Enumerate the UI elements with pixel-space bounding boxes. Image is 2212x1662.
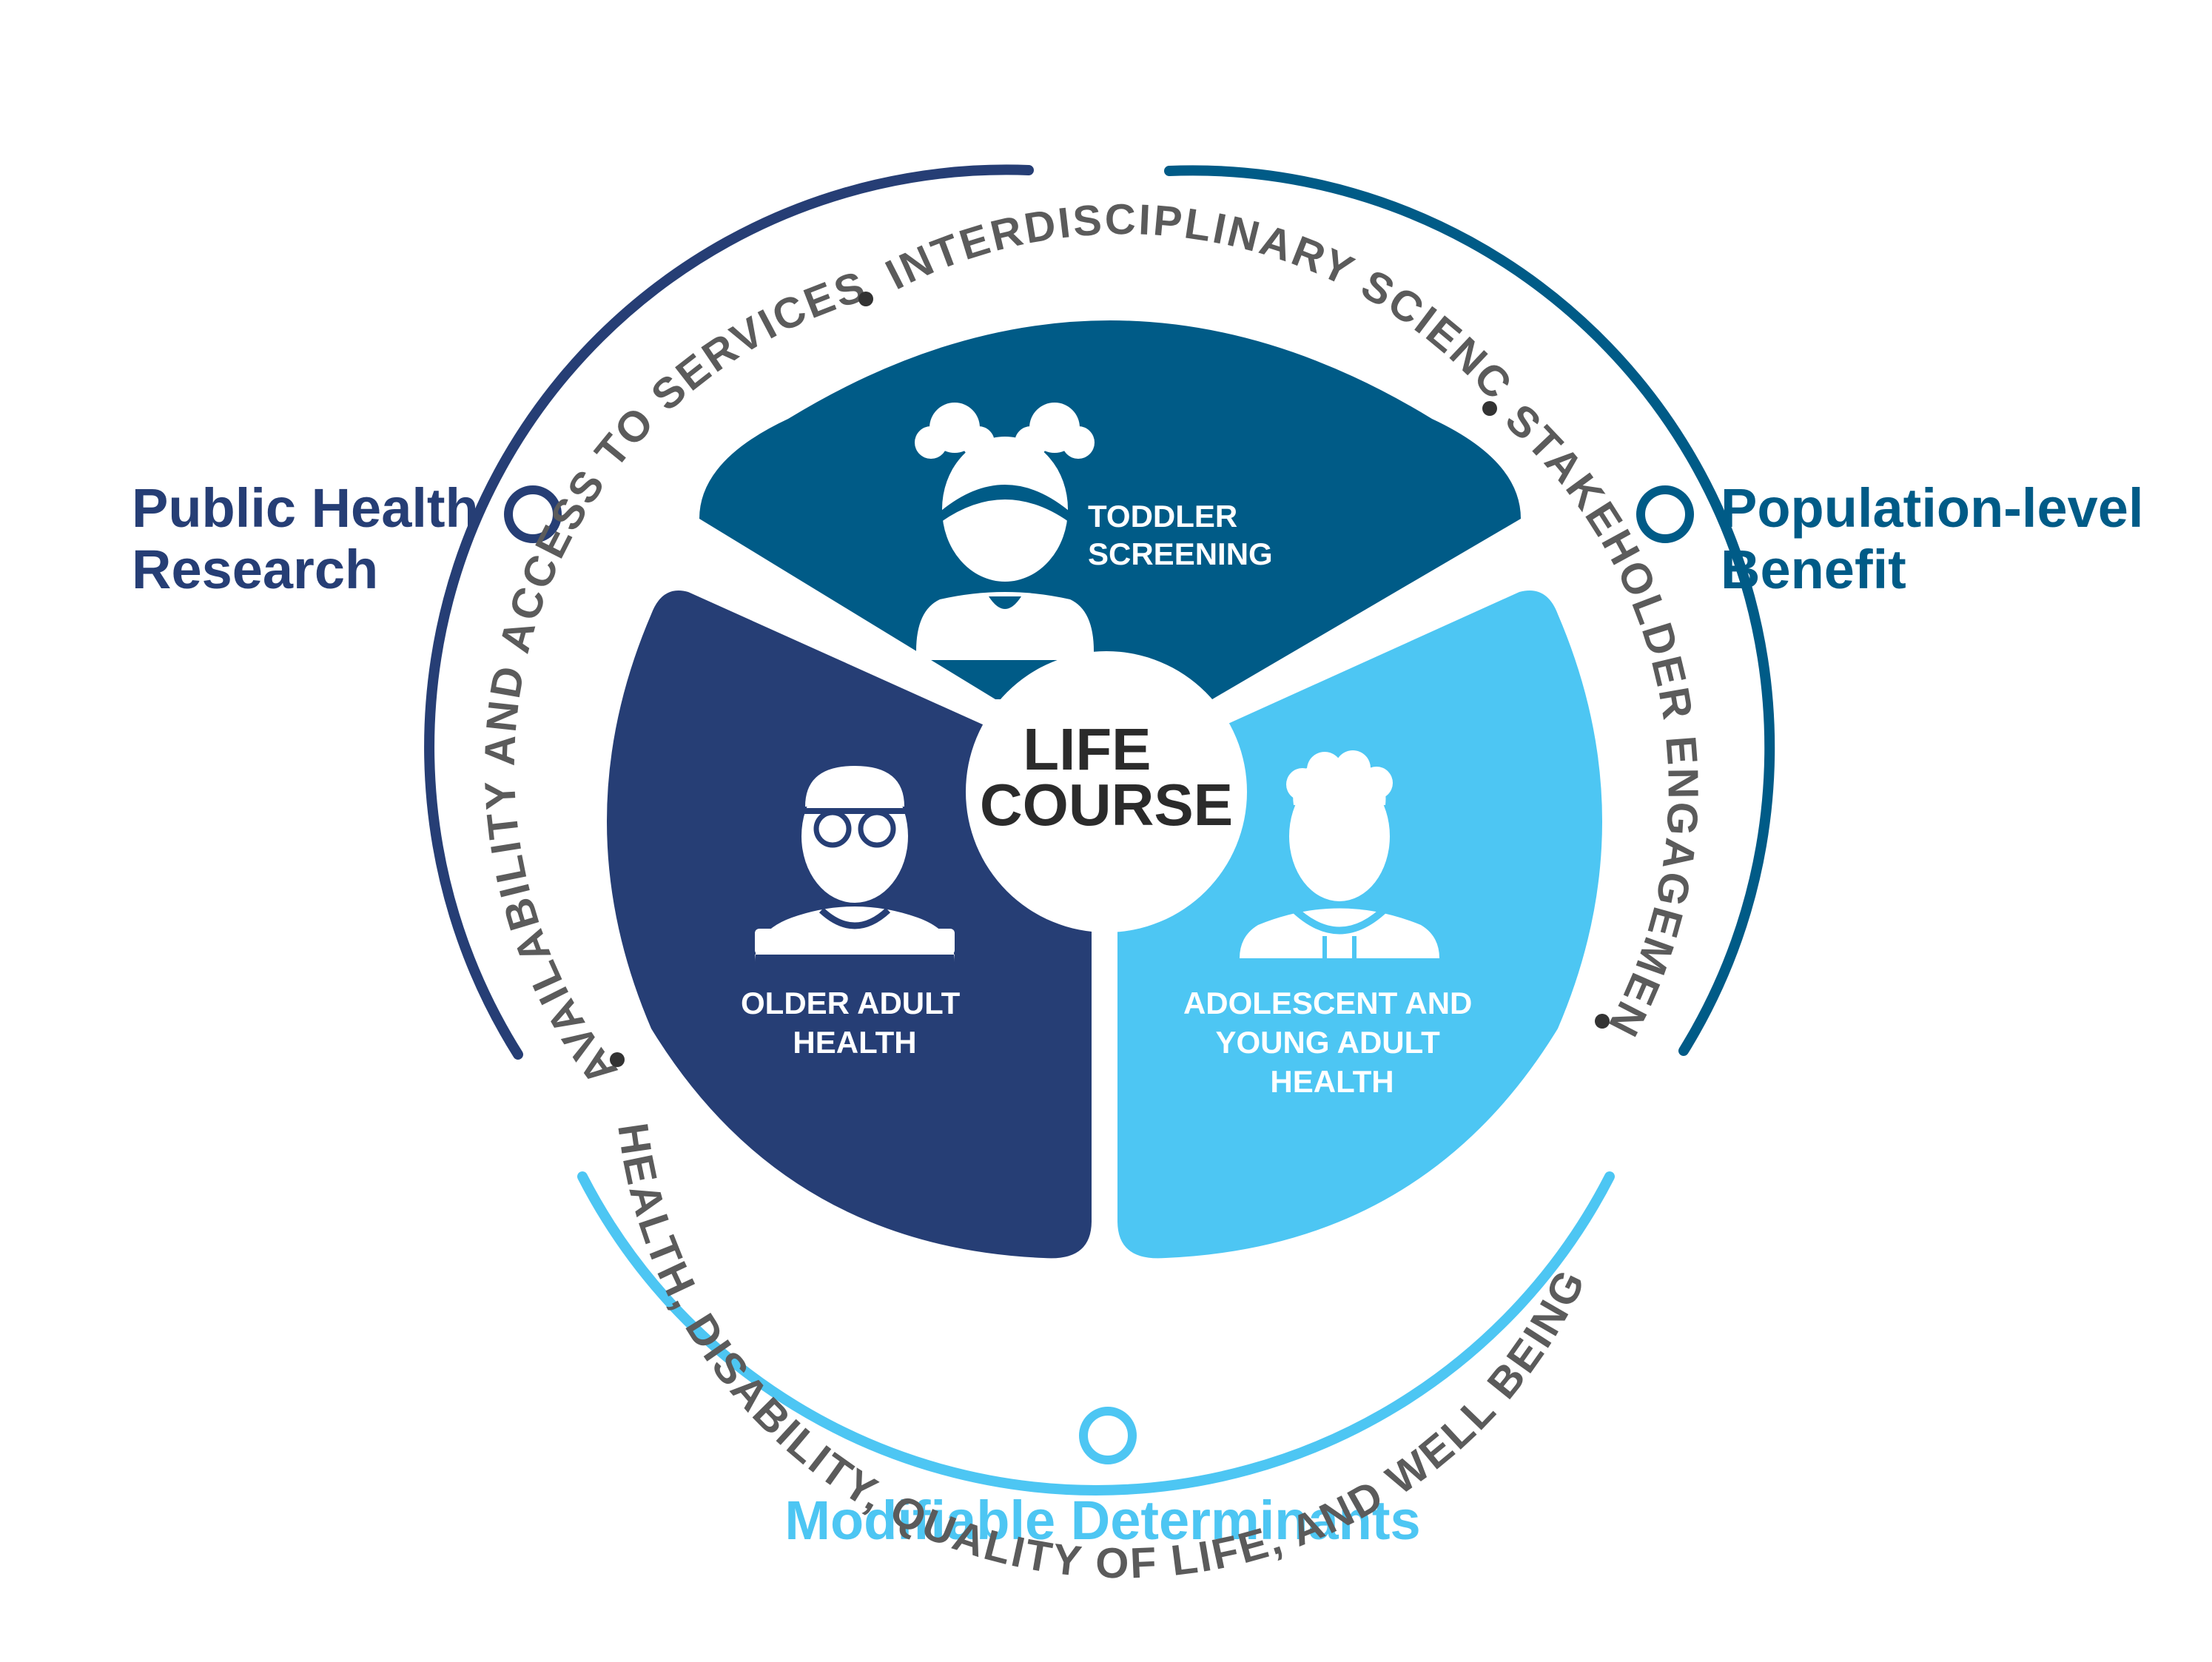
outer-arc-modifiable	[577, 1171, 1615, 1496]
older-adult-label: OLDER ADULT HEALTH	[741, 986, 969, 1060]
outer-arc-public-health	[424, 164, 1034, 1060]
ring-dot-top-left	[858, 292, 873, 306]
outer-arc-population	[1164, 165, 1775, 1056]
adolescent-icon	[1240, 750, 1439, 958]
center-label: LIFE COURSE	[980, 716, 1233, 838]
adolescent-label: ADOLESCENT AND YOUNG ADULT HEALTH	[1183, 986, 1481, 1099]
ring-dot-left	[610, 1052, 625, 1067]
toddler-girl-icon	[915, 403, 1095, 660]
modifiable-label: Modifiable Determinants	[784, 1490, 1420, 1551]
ring-dot-top-right	[1482, 401, 1497, 416]
modifiable-node	[1079, 1407, 1137, 1464]
center-circle	[966, 651, 1247, 932]
ring-dot-right	[1595, 1014, 1610, 1029]
toddler-label: TODDLER SCREENING	[1088, 499, 1273, 571]
population-label: Population-level Benefit	[1721, 477, 2159, 600]
public-health-label: Public Health Research	[132, 477, 494, 600]
public-health-node	[504, 485, 562, 543]
segment-toddler	[699, 320, 1521, 699]
population-node	[1636, 485, 1694, 543]
older-adult-icon	[755, 766, 955, 962]
